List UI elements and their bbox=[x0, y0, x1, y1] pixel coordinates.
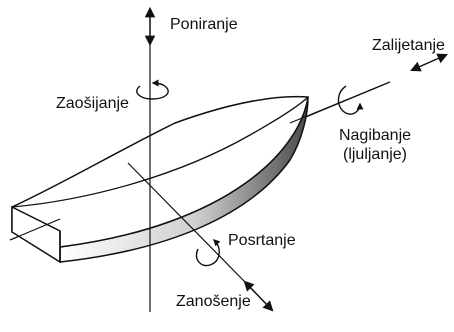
label-zanosenje: Zanošenje bbox=[176, 293, 251, 310]
label-posrtanje: Posrtanje bbox=[228, 232, 296, 249]
label-poniranje: Poniranje bbox=[170, 16, 238, 33]
transverse-axis bbox=[127, 162, 246, 283]
sway-arrow bbox=[243, 280, 274, 312]
label-zaosijanje: Zaošijanje bbox=[56, 95, 129, 112]
hull-sheer-line bbox=[11, 96, 309, 208]
label-nagibanje-line2: (ljuljanje) bbox=[342, 146, 408, 163]
label-nagibanje: Nagibanje (ljuljanje) bbox=[320, 126, 430, 164]
roll-rotation-arrow bbox=[337, 85, 364, 115]
surge-arrow bbox=[410, 53, 448, 72]
longitudinal-axis-front bbox=[9, 218, 61, 241]
hull-deck bbox=[11, 95, 309, 248]
pitch-rotation-arrow bbox=[195, 239, 221, 267]
longitudinal-axis-bow bbox=[289, 81, 391, 124]
yaw-rotation-arrow bbox=[136, 79, 169, 100]
label-zalijetanje: Zalijetanje bbox=[372, 37, 445, 54]
label-nagibanje-line1: Nagibanje bbox=[338, 127, 412, 144]
